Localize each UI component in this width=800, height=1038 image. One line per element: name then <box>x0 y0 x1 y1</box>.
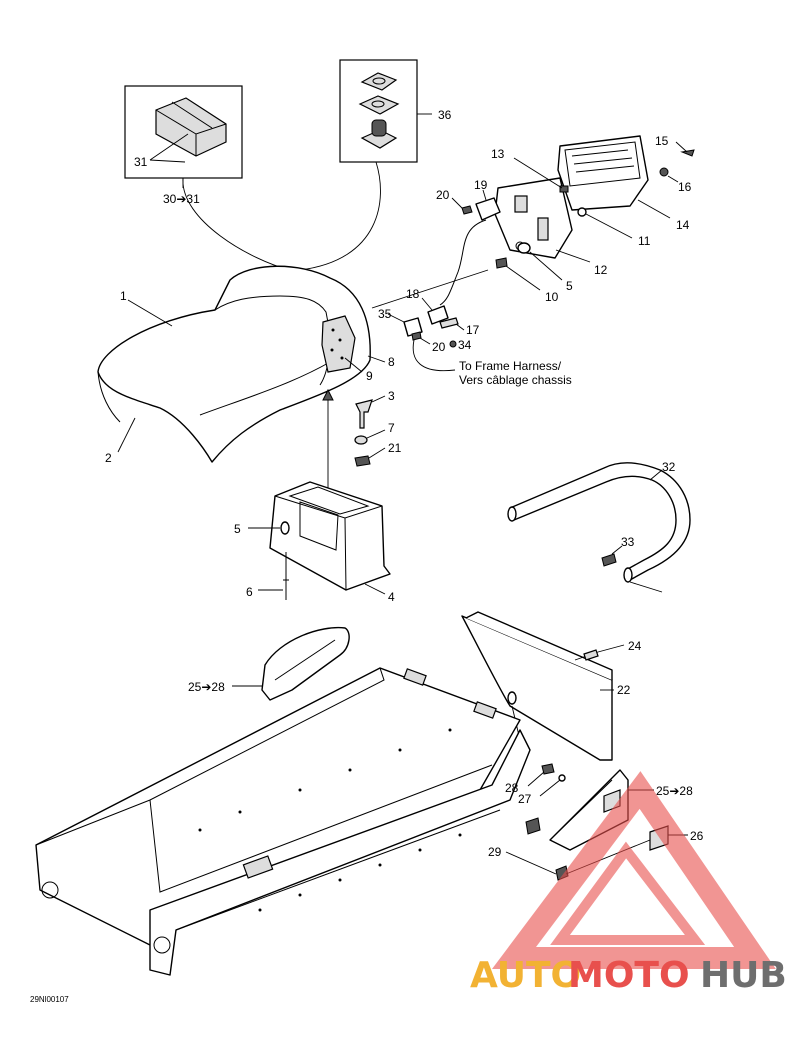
taillight-fasteners: 5 10 <box>495 242 573 304</box>
watermark-auto: AUTO <box>470 955 581 996</box>
tunnel-chassis <box>35 667 531 976</box>
callout-22: 22 <box>617 683 631 697</box>
callout-34: 34 <box>458 338 472 352</box>
callout-29: 29 <box>488 845 502 859</box>
inset-box-latch: 36 <box>299 59 452 271</box>
watermark-moto: MOTO <box>568 955 690 996</box>
callout-21: 21 <box>388 441 402 455</box>
callout-24: 24 <box>628 639 642 653</box>
callout-4: 4 <box>388 590 395 604</box>
callout-20-top: 20 <box>436 188 450 202</box>
callout-3: 3 <box>388 389 395 403</box>
callout-1: 1 <box>120 289 127 303</box>
callout-28: 28 <box>505 781 519 795</box>
callout-20-bottom: 20 <box>432 340 446 354</box>
callout-14: 14 <box>676 218 690 232</box>
callout-27: 27 <box>518 792 532 806</box>
callout-15: 15 <box>655 134 669 148</box>
callout-18: 18 <box>406 287 420 301</box>
taillight-assembly: 15 16 14 13 11 12 19 20 <box>436 134 695 306</box>
callout-5-top: 5 <box>566 279 573 293</box>
callout-33: 33 <box>621 535 635 549</box>
watermark-logo <box>492 771 776 969</box>
callout-9: 9 <box>366 369 373 383</box>
callout-36: 36 <box>438 108 452 122</box>
callout-5-box: 5 <box>234 522 241 536</box>
callout-17: 17 <box>466 323 480 337</box>
callout-2: 2 <box>105 451 112 465</box>
callout-6: 6 <box>246 585 253 599</box>
seat-mount-hardware: 3 7 21 <box>322 388 402 500</box>
callout-8: 8 <box>388 355 395 369</box>
callout-19: 19 <box>474 178 488 192</box>
callout-25-28-right: 25➔28 <box>656 784 693 798</box>
callout-32: 32 <box>662 460 676 474</box>
callout-25-28-left: 25➔28 <box>188 680 225 694</box>
side-reflector-left: 25➔28 <box>188 626 350 701</box>
callout-12: 12 <box>594 263 608 277</box>
callout-10: 10 <box>545 290 559 304</box>
harness-note-en: To Frame Harness/ <box>459 359 562 373</box>
watermark-hub: HUB <box>700 955 787 996</box>
drawing-code: 29Nl00107 <box>30 995 69 1004</box>
seat-assembly: 1 2 8 9 <box>97 265 395 465</box>
callout-16: 16 <box>678 180 692 194</box>
callout-13: 13 <box>491 147 505 161</box>
callout-7: 7 <box>388 421 395 435</box>
harness-note-fr: Vers câblage chassis <box>459 373 572 387</box>
callout-35: 35 <box>378 307 392 321</box>
harness-connectors: 18 17 35 20 34 To Frame Harness/ Vers câ… <box>371 269 572 387</box>
inset-box-seat-foam: 31 30➔31 <box>124 85 243 206</box>
storage-box: 5 6 4 <box>234 481 395 604</box>
callout-11: 11 <box>638 234 651 248</box>
callout-31: 31 <box>134 155 148 169</box>
callout-26: 26 <box>690 829 704 843</box>
grab-handle: 32 33 <box>507 460 691 593</box>
callout-30-31: 30➔31 <box>163 192 200 206</box>
